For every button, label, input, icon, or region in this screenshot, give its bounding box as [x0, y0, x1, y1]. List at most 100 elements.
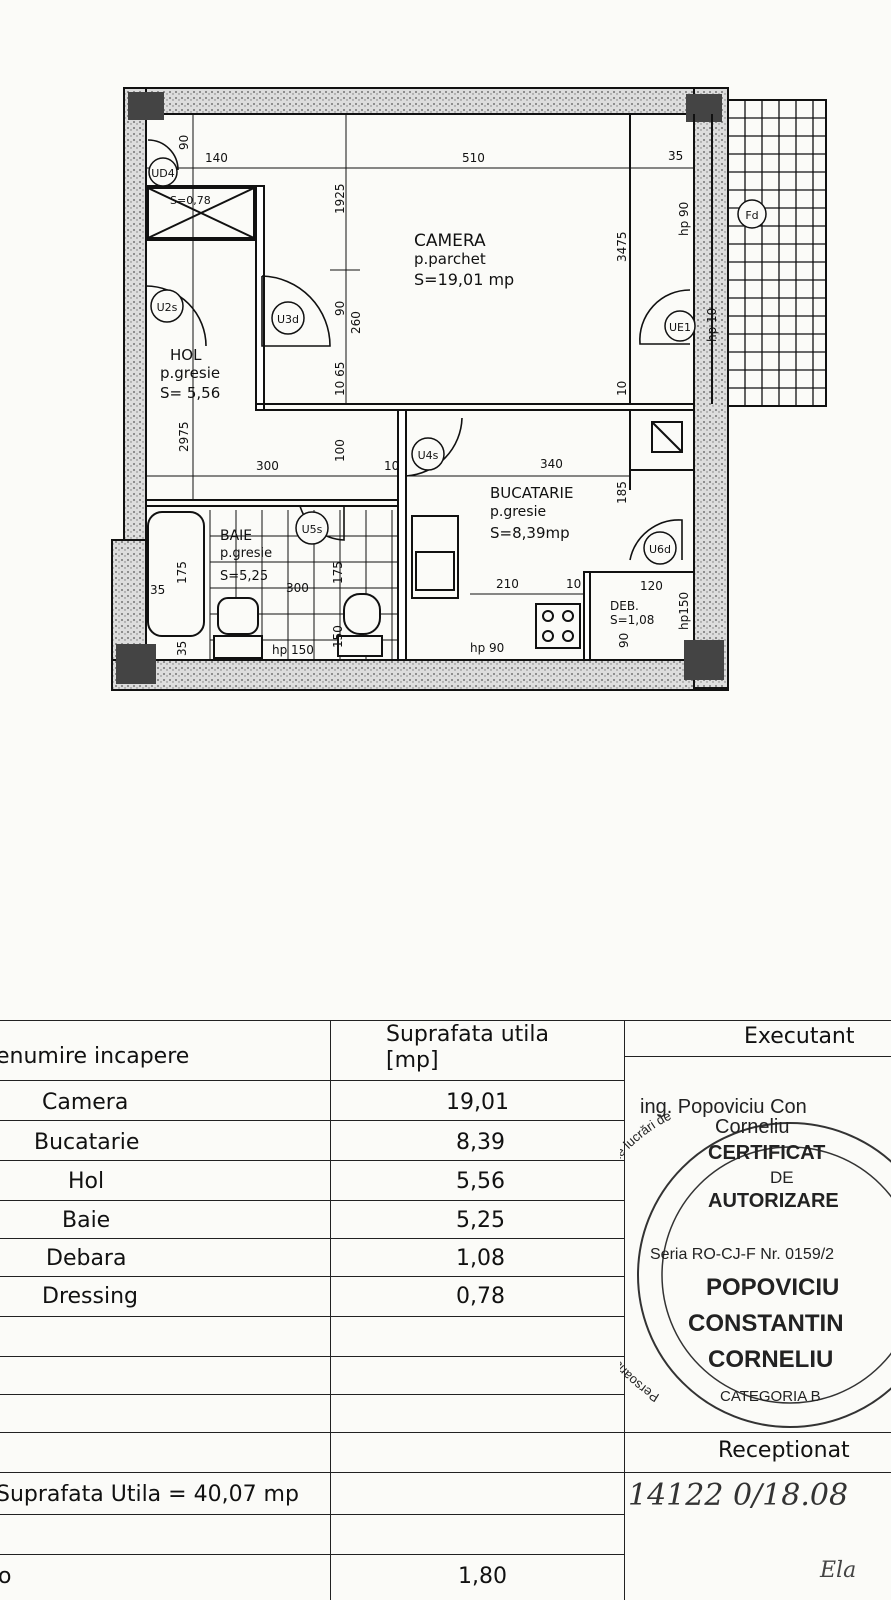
svg-text:510: 510 — [462, 151, 485, 165]
authorization-stamp: ing. Popoviciu Con Persoană Fizică autor… — [620, 1096, 891, 1428]
row-divider — [0, 1356, 624, 1357]
fixtures — [147, 187, 683, 659]
bottom-fragment-left: o — [0, 1564, 12, 1589]
svg-text:175: 175 — [331, 561, 345, 584]
svg-text:hp 150: hp 150 — [272, 643, 314, 657]
svg-text:U4s: U4s — [418, 449, 439, 462]
room-area-cell: 0,78 — [456, 1284, 505, 1309]
svg-text:340: 340 — [540, 457, 563, 471]
receptionat-label: Receptionat — [718, 1438, 850, 1463]
svg-text:140: 140 — [205, 151, 228, 165]
svg-text:p.parchet: p.parchet — [414, 250, 486, 268]
executant-name: ing. Popoviciu Con — [640, 1096, 807, 1118]
svg-text:2975: 2975 — [177, 421, 191, 452]
svg-text:35: 35 — [668, 149, 683, 163]
row-divider — [0, 1554, 624, 1555]
room-labels: CAMERA p.parchet S=19,01 mp HOL p.gresie… — [160, 194, 654, 627]
col-divider-2 — [624, 1020, 625, 1600]
room-name-cell: Debara — [46, 1246, 127, 1271]
room-name-cell: Hol — [68, 1169, 105, 1194]
stove — [535, 603, 581, 649]
svg-text:175: 175 — [175, 561, 189, 584]
svg-text:hp 10: hp 10 — [705, 308, 719, 342]
row-divider — [0, 1200, 624, 1201]
room-area-cell: 1,08 — [456, 1246, 505, 1271]
svg-text:90: 90 — [333, 301, 347, 316]
svg-text:300: 300 — [256, 459, 279, 473]
floor-plan: UD4 U2s U3d UE1 U4s U5s U6d Fd CAMERA p.… — [111, 87, 827, 691]
svg-text:U2s: U2s — [157, 301, 178, 314]
svg-text:S=0,78: S=0,78 — [170, 194, 211, 207]
stamp-cert-line3: AUTORIZARE — [708, 1190, 839, 1212]
total-useful-area: Suprafata Utila = 40,07 mp — [0, 1482, 299, 1507]
row-divider — [0, 1120, 624, 1121]
room-area-cell: 19,01 — [446, 1090, 509, 1115]
col-divider-1 — [330, 1020, 331, 1600]
svg-text:90: 90 — [617, 633, 631, 648]
svg-text:HOL: HOL — [170, 346, 202, 364]
room-name-cell: Bucatarie — [34, 1130, 140, 1155]
row-divider — [0, 1080, 624, 1081]
row-divider — [624, 1056, 891, 1057]
row-divider — [0, 1238, 624, 1239]
svg-text:hp 90: hp 90 — [470, 641, 504, 655]
dimension-numbers: 140 510 35 90 1925 hp 90 3475 260 90 hp … — [150, 135, 719, 657]
svg-text:210: 210 — [496, 577, 519, 591]
svg-text:hp 90: hp 90 — [677, 202, 691, 236]
balcony — [727, 99, 827, 407]
svg-text:1925: 1925 — [333, 183, 347, 214]
svg-text:BUCATARIE: BUCATARIE — [490, 484, 573, 502]
header-useful-area: Suprafata utila [mp] — [386, 1022, 550, 1073]
row-divider — [0, 1276, 624, 1277]
row-divider — [0, 1160, 624, 1161]
stamp-category: CATEGORIA B — [720, 1388, 821, 1405]
stamp-name1: POPOVICIU — [706, 1274, 839, 1301]
room-name-cell: Baie — [62, 1208, 111, 1233]
area-table: enumire incapere Suprafata utila [mp] Ex… — [0, 1020, 891, 1600]
svg-text:10: 10 — [384, 459, 399, 473]
svg-text:260: 260 — [349, 311, 363, 334]
row-divider — [0, 1316, 624, 1317]
stamp-serie: Seria RO-CJ-F Nr. 0159/2 — [650, 1246, 834, 1263]
dimension-lines — [146, 114, 694, 595]
svg-text:120: 120 — [640, 579, 663, 593]
stamp-cert-line2: DE — [770, 1168, 794, 1187]
svg-text:UE1: UE1 — [669, 321, 691, 334]
svg-text:UD4: UD4 — [151, 167, 175, 180]
svg-text:90: 90 — [177, 135, 191, 150]
svg-text:10 65: 10 65 — [333, 362, 347, 396]
svg-text:BAIE: BAIE — [220, 528, 252, 544]
svg-text:3475: 3475 — [615, 231, 629, 262]
handwritten-number: 14122 0/18.08 — [628, 1478, 849, 1513]
svg-text:S=5,25: S=5,25 — [220, 569, 268, 584]
svg-text:S=19,01 mp: S=19,01 mp — [414, 270, 514, 289]
svg-text:Fd: Fd — [745, 209, 758, 222]
row-divider — [0, 1432, 891, 1433]
stamp-cert-line1: CERTIFICAT — [708, 1142, 825, 1164]
svg-text:S= 5,56: S= 5,56 — [160, 384, 220, 402]
svg-text:35: 35 — [150, 583, 165, 597]
door-swings — [145, 139, 691, 561]
room-name-cell: Dressing — [42, 1284, 138, 1309]
stamp-name3: CORNELIU — [708, 1346, 833, 1373]
header-room-name: enumire incapere — [0, 1044, 190, 1069]
row-divider — [0, 1020, 891, 1021]
svg-text:150: 150 — [331, 625, 345, 648]
stamp-first-name: Corneliu — [715, 1116, 789, 1138]
svg-text:CAMERA: CAMERA — [414, 231, 486, 251]
row-divider — [0, 1472, 891, 1473]
row-divider — [0, 1394, 624, 1395]
header-executant: Executant — [744, 1024, 855, 1049]
stamp-name2: CONSTANTIN — [688, 1310, 844, 1337]
svg-text:U3d: U3d — [277, 313, 299, 326]
room-area-cell: 5,56 — [456, 1169, 505, 1194]
interior-walls — [146, 114, 713, 661]
room-name-cell: Camera — [42, 1090, 129, 1115]
svg-text:100: 100 — [333, 439, 347, 462]
svg-text:185: 185 — [615, 481, 629, 504]
svg-text:p.gresie: p.gresie — [160, 364, 220, 382]
bottom-fragment-right: Ela — [820, 1558, 857, 1583]
svg-text:300: 300 — [286, 581, 309, 595]
svg-text:U5s: U5s — [302, 523, 323, 536]
svg-text:hp150: hp150 — [677, 592, 691, 630]
